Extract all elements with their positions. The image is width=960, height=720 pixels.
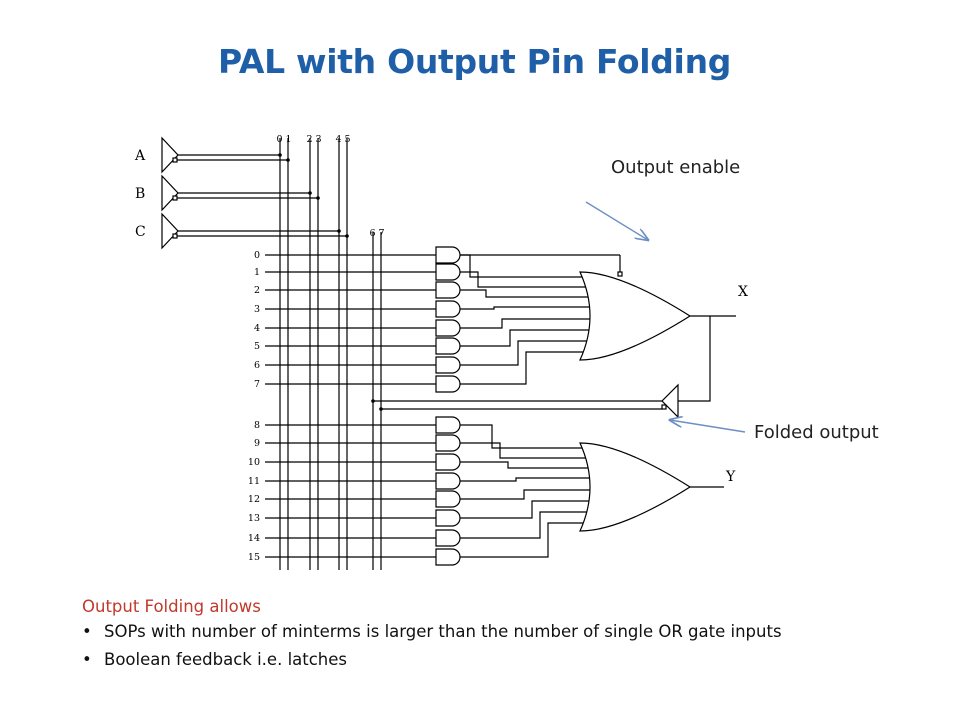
and-to-or-wire	[460, 500, 590, 519]
enable-marker	[617, 271, 623, 277]
and-gate	[435, 529, 461, 547]
and-gate	[435, 263, 461, 281]
input-label-C: C	[135, 224, 146, 240]
and-to-or-wire	[460, 461, 590, 469]
notes-heading: Output Folding allows	[82, 597, 261, 616]
inverter-bubble	[172, 157, 178, 163]
and-to-or-wire	[460, 271, 590, 288]
and-gate	[435, 319, 461, 337]
connection-dot	[371, 399, 375, 403]
product-term-label: 0	[254, 250, 260, 261]
column-label: 6 7	[369, 228, 384, 239]
output-label-X: X	[738, 284, 748, 300]
buffer-gate-A	[161, 136, 179, 174]
and-to-or-wire	[460, 306, 590, 310]
note-bullet-2: Boolean feedback i.e. latches	[82, 650, 782, 669]
product-term-label: 15	[248, 552, 260, 563]
connection-dot	[286, 158, 290, 162]
column-label: 4 5	[335, 134, 350, 145]
and-to-or-wire	[460, 289, 590, 298]
and-gate	[435, 490, 461, 508]
folded-output-label: Folded output	[754, 422, 879, 443]
product-term-label: 7	[254, 379, 260, 390]
product-term-label: 6	[254, 360, 260, 371]
connection-dot	[316, 196, 320, 200]
and-to-or-wire	[460, 351, 590, 385]
and-to-or-wire	[460, 442, 590, 459]
notes-list: SOPs with number of minterms is larger t…	[82, 622, 782, 669]
slide-title: PAL with Output Pin Folding	[218, 42, 732, 81]
output-enable-arrow	[585, 201, 648, 240]
notes-section: Output Folding allows SOPs with number o…	[82, 597, 782, 678]
and-to-or-wire	[460, 340, 590, 366]
and-to-or-wire	[460, 424, 590, 449]
column-label: 0 1	[276, 134, 291, 145]
and-gate	[435, 548, 461, 566]
product-term-label: 9	[254, 438, 260, 449]
feedback-wire	[678, 316, 711, 402]
or-gate-Y	[579, 442, 692, 532]
product-term-label: 4	[254, 323, 260, 334]
folded-output-arrow	[670, 420, 746, 433]
product-term-label: 3	[254, 304, 260, 315]
buffer-gate-C	[161, 212, 179, 250]
and-gate	[435, 472, 461, 490]
product-term-label: 1	[254, 267, 260, 278]
feedback-bubble	[661, 404, 667, 410]
and-gate	[435, 281, 461, 299]
and-to-or-wire	[460, 329, 590, 347]
buffer-gate-B	[161, 174, 179, 212]
input-label-B: B	[135, 186, 145, 202]
connection-dot	[278, 153, 282, 157]
and-gate	[435, 416, 461, 434]
note-bullet-1: SOPs with number of minterms is larger t…	[82, 622, 782, 641]
and-gate	[435, 356, 461, 374]
connection-dot	[308, 191, 312, 195]
output-enable-label: Output enable	[611, 157, 741, 178]
connection-dot	[345, 234, 349, 238]
and-to-or-wire	[460, 318, 590, 329]
product-term-label: 13	[248, 513, 260, 524]
and-to-or-wire	[460, 254, 590, 278]
product-term-label: 2	[254, 285, 260, 296]
and-gate	[435, 509, 461, 527]
and-gate	[435, 337, 461, 355]
and-to-or-wire	[460, 489, 590, 500]
and-to-or-wire	[460, 477, 590, 482]
product-term-label: 12	[248, 494, 260, 505]
product-term-label: 8	[254, 420, 260, 431]
output-label-Y: Y	[725, 469, 736, 485]
and-to-or-wire	[460, 511, 590, 539]
and-gate	[435, 375, 461, 393]
and-gate	[435, 434, 461, 452]
column-label: 2 3	[306, 134, 321, 145]
and-gate	[435, 246, 461, 264]
product-term-label: 5	[254, 341, 260, 352]
inverter-bubble	[172, 195, 178, 201]
product-term-label: 11	[248, 476, 260, 487]
and-gate	[435, 453, 461, 471]
product-term-label: 14	[248, 533, 260, 544]
input-label-A: A	[134, 148, 146, 164]
and-gate	[435, 300, 461, 318]
connection-dot	[337, 229, 341, 233]
product-term-label: 10	[248, 457, 260, 468]
inverter-bubble	[172, 233, 178, 239]
feedback-buffer	[661, 383, 679, 419]
or-gate-X	[579, 271, 692, 361]
connection-dot	[379, 407, 383, 411]
and-to-or-wire	[460, 522, 590, 558]
